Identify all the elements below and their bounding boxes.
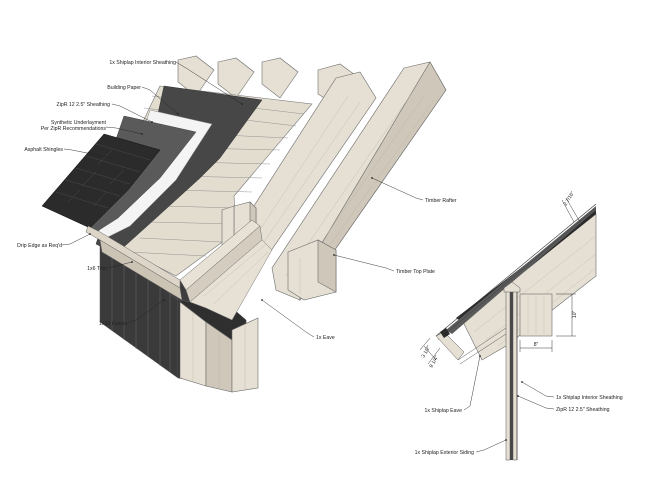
dim-plate-height: 10" [572, 310, 578, 318]
left-labels: 1x Shiplap Interior Sheathing Building P… [17, 60, 457, 341]
label-building-paper: Building Paper [107, 85, 141, 91]
eave [189, 239, 273, 321]
dim-eave-1: 3 1/2" [421, 345, 433, 359]
label-1x10-fascia: 1x10 Fascia [99, 321, 127, 327]
label-asphalt-shingles: Asphalt Shingles [24, 147, 63, 153]
label-drip-edge: Drip Edge as Req'd [17, 243, 62, 249]
section-labels: 1x Shiplap Eave 1x Shiplap Interior Shea… [415, 395, 623, 456]
label-1x-eave: 1x Eave [316, 335, 335, 341]
label-exterior-siding: 1x Shiplap Exterior Siding [415, 450, 475, 456]
label-timber-rafter: Timber Rafter [425, 198, 457, 204]
label-zipr-sheathing: ZipR 12 2.5" Sheathing [57, 102, 111, 108]
label-section-zipr-sheathing: ZipR 12 2.5" Sheathing [556, 407, 610, 413]
label-synthetic-underlayment: Synthetic Underlayment [51, 120, 107, 126]
section-leaders [463, 355, 555, 453]
gable-wall [99, 239, 259, 393]
dim-plate-width: 8" [534, 342, 539, 348]
roof-layers [41, 85, 263, 255]
label-section-interior-sheathing: 1x Shiplap Interior Sheathing [556, 395, 623, 401]
label-timber-top-plate: Timber Top Plate [396, 269, 435, 275]
label-shiplap-eave: 1x Shiplap Eave [425, 408, 463, 414]
label-shiplap-interior-sheathing: 1x Shiplap Interior Sheathing [109, 60, 176, 66]
left-leaders [61, 61, 424, 338]
fascia-trim [85, 219, 263, 303]
dim-eave-2: 9 1/4" [429, 355, 441, 369]
label-1x6-trim: 1x6 Trim [87, 266, 107, 272]
timber-top-plate [287, 239, 337, 301]
section-detail [435, 203, 597, 461]
roof-assembly-isometric [41, 55, 447, 393]
dim-top-thickness: 2 7/16" [563, 190, 577, 207]
label-synthetic-underlayment-note: Per ZipR Recommendations [41, 126, 107, 132]
